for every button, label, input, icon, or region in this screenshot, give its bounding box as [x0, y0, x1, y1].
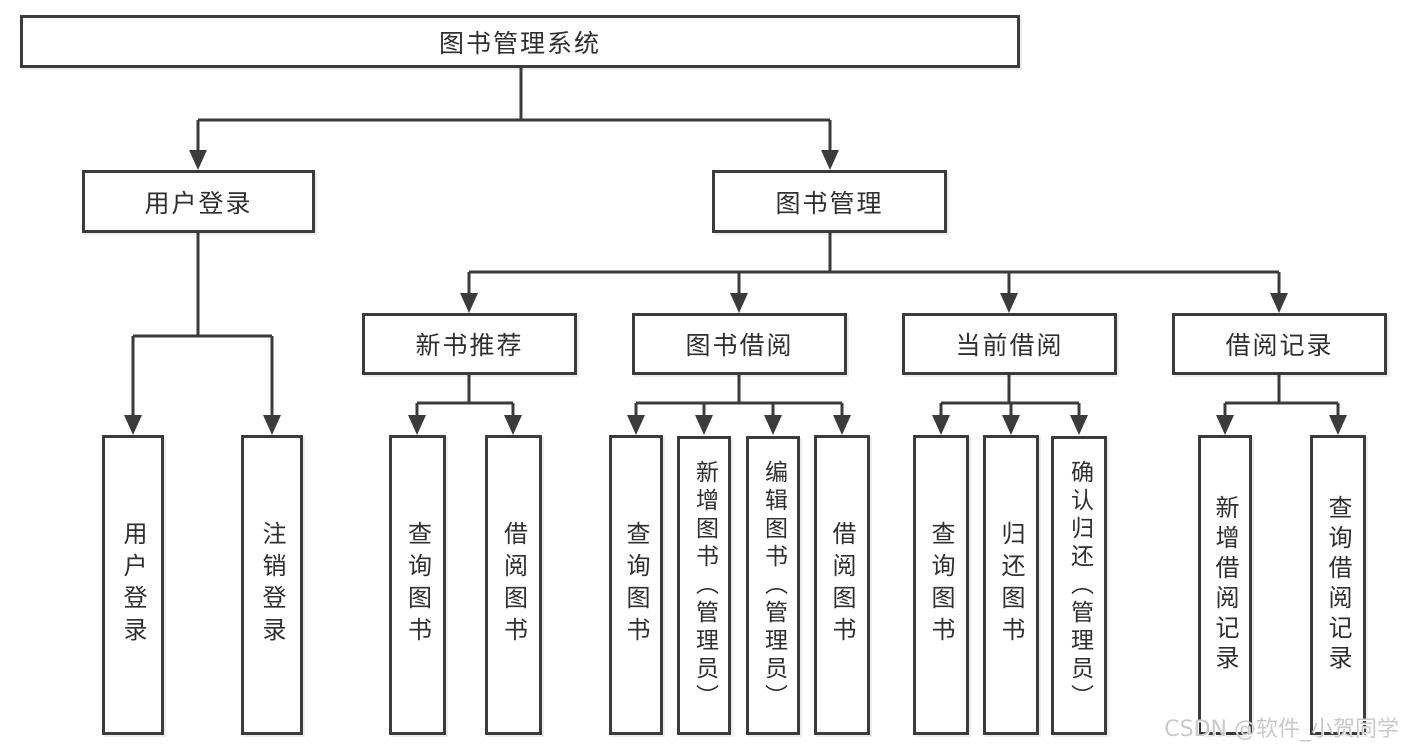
node-user-login: 用户登录 [82, 170, 315, 233]
arrowhead [1070, 415, 1088, 435]
leaf-borrow-books-borrowing-label: 借阅图书 [828, 521, 856, 649]
arrowhead [695, 415, 713, 435]
arrowhead [124, 415, 142, 435]
arrowhead [1002, 415, 1020, 435]
leaf-return-books-label: 归还图书 [997, 521, 1025, 649]
leaf-add-borrow-record-label: 新增借阅记录 [1211, 495, 1239, 675]
leaf-query-books-borrowing-label: 查询图书 [622, 521, 650, 649]
node-borrowing-records: 借阅记录 [1172, 313, 1387, 375]
node-book-management-label: 图书管理 [775, 188, 884, 218]
arrowhead-group [124, 150, 1347, 435]
leaf-borrow-books-recommendation: 借阅图书 [485, 435, 542, 735]
leaf-borrow-books-borrowing: 借阅图书 [814, 435, 870, 735]
leaf-query-books-current: 查询图书 [913, 435, 969, 735]
arrowhead [263, 415, 281, 435]
arrowhead [764, 415, 782, 435]
leaf-add-borrow-record: 新增借阅记录 [1198, 435, 1252, 735]
node-root: 图书管理系统 [20, 15, 1020, 68]
arrowhead [1000, 293, 1018, 313]
node-current-borrowing-label: 当前借阅 [955, 331, 1064, 360]
node-new-book-recommendation-label: 新书推荐 [415, 331, 524, 360]
arrowhead [627, 415, 645, 435]
node-book-management: 图书管理 [712, 170, 947, 233]
csdn-watermark: CSDN @软件_小贺同学 [1164, 717, 1399, 742]
leaf-query-books-recommendation: 查询图书 [389, 435, 446, 735]
arrowhead [833, 415, 851, 435]
node-book-borrowing-label: 图书借阅 [685, 331, 794, 360]
leaf-edit-books-admin: 编辑图书（管理员） [746, 436, 800, 735]
leaf-logout: 注销登录 [241, 435, 303, 735]
leaf-user-login: 用户登录 [102, 435, 164, 735]
leaf-query-books-recommendation-label: 查询图书 [403, 521, 432, 649]
leaf-confirm-return-admin: 确认归还（管理员） [1051, 436, 1107, 735]
node-new-book-recommendation: 新书推荐 [362, 313, 577, 375]
arrowhead [189, 150, 207, 170]
node-root-label: 图书管理系统 [438, 28, 601, 58]
leaf-confirm-return-admin-label: 确认归还（管理员） [1066, 459, 1093, 712]
leaf-add-books-admin-label: 新增图书（管理员） [691, 459, 718, 712]
arrowhead [1216, 415, 1234, 435]
node-borrowing-records-label: 借阅记录 [1225, 331, 1334, 360]
arrowhead [730, 293, 748, 313]
arrowhead [504, 415, 522, 435]
arrowhead [932, 415, 950, 435]
leaf-borrow-books-recommendation-label: 借阅图书 [499, 521, 528, 649]
node-user-login-label: 用户登录 [144, 188, 253, 218]
leaf-logout-label: 注销登录 [258, 521, 286, 649]
node-current-borrowing: 当前借阅 [902, 313, 1117, 375]
leaf-user-login-label: 用户登录 [119, 521, 147, 649]
leaf-return-books: 归还图书 [983, 435, 1039, 735]
arrowhead [1270, 293, 1288, 313]
leaf-query-books-current-label: 查询图书 [927, 521, 955, 649]
leaf-query-books-borrowing: 查询图书 [609, 435, 663, 735]
arrowhead [1329, 415, 1347, 435]
leaf-edit-books-admin-label: 编辑图书（管理员） [760, 459, 787, 712]
leaf-add-books-admin: 新增图书（管理员） [677, 436, 731, 735]
leaf-query-borrow-record-label: 查询借阅记录 [1324, 495, 1352, 675]
node-book-borrowing: 图书借阅 [632, 313, 847, 375]
arrowhead [460, 293, 478, 313]
leaf-query-borrow-record: 查询借阅记录 [1310, 435, 1366, 735]
arrowhead [408, 415, 426, 435]
arrowhead [821, 150, 839, 170]
